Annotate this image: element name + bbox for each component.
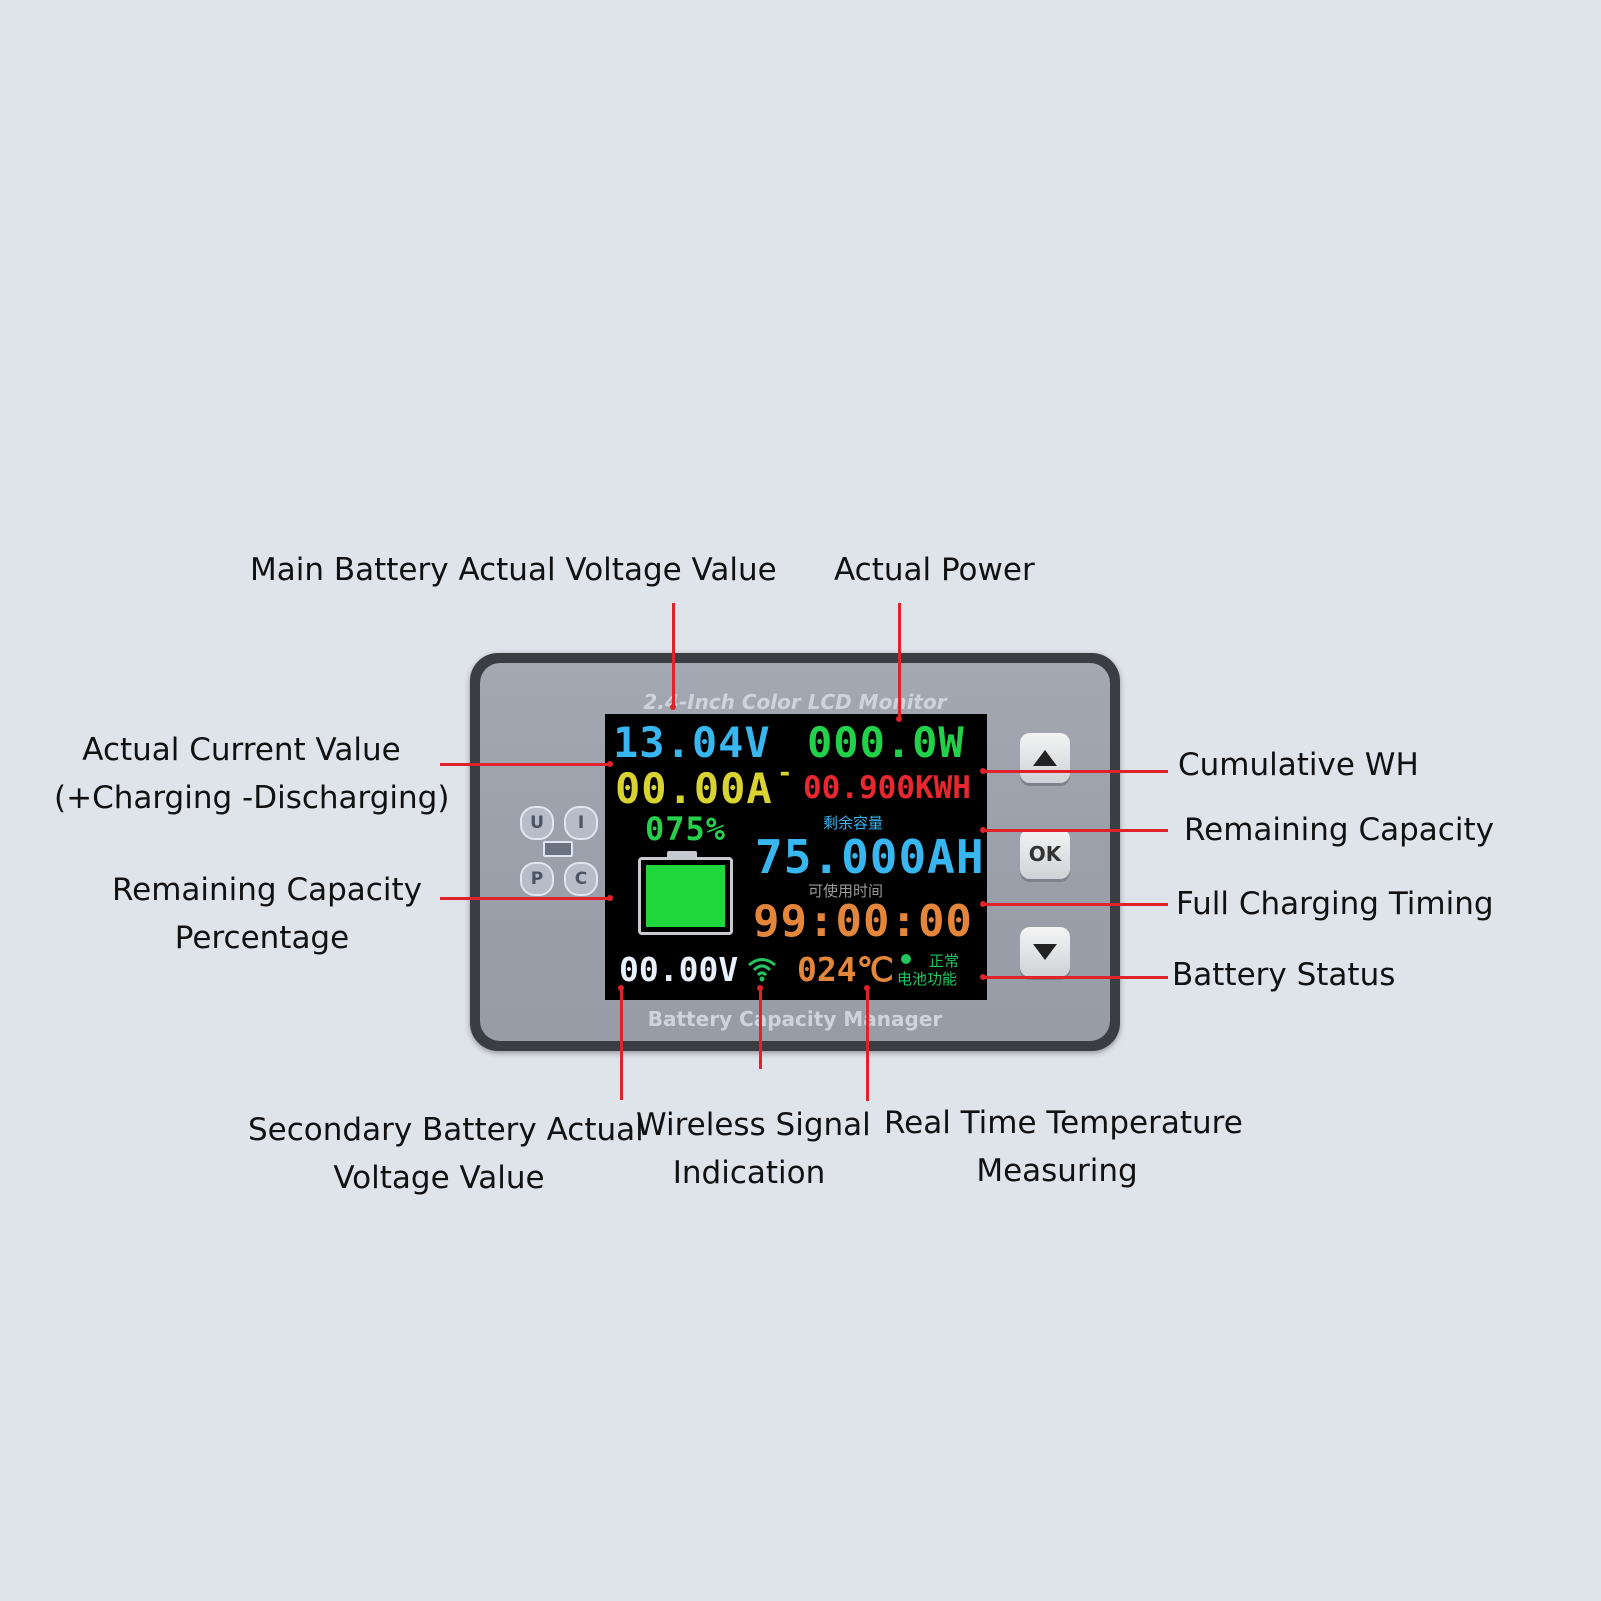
battery-fill xyxy=(646,865,725,927)
callout-wireless-line2: Indication xyxy=(672,1155,826,1191)
callout-current-line2: (+Charging -Discharging) xyxy=(54,780,450,816)
leader-dot xyxy=(757,985,763,991)
lcd-power: 000.0W xyxy=(807,718,965,767)
mode-key-p: P xyxy=(520,862,554,896)
battery-icon xyxy=(638,857,733,935)
callout-temperature: Real Time Temperature Measuring xyxy=(884,1099,1243,1195)
leader-cumulative-wh xyxy=(983,770,1168,773)
leader-dot xyxy=(607,761,613,767)
lcd-remaining-capacity: 75.000AH xyxy=(755,830,985,884)
up-button[interactable] xyxy=(1020,733,1070,783)
callout-wireless-line1: Wireless Signal xyxy=(636,1107,871,1143)
mini-battery-icon xyxy=(543,841,573,857)
lcd-timing: 99:00:00 xyxy=(753,896,973,947)
leader-remaining-capacity xyxy=(983,829,1168,832)
callout-remaining-capacity: Remaining Capacity xyxy=(1184,812,1494,848)
triangle-up-icon xyxy=(1033,750,1057,766)
callout-temperature-line2: Measuring xyxy=(976,1153,1138,1189)
lcd-voltage: 13.04V xyxy=(613,718,771,767)
mode-key-i: I xyxy=(564,806,598,840)
battery-monitor-device: 2.4-Inch Color LCD Monitor Battery Capac… xyxy=(470,653,1120,1051)
callout-current: Actual Current Value (+Charging -Dischar… xyxy=(54,726,450,822)
lcd-current: 00.00A xyxy=(615,764,773,813)
callout-percentage-line1: Remaining Capacity xyxy=(112,872,422,908)
mode-key-c: C xyxy=(564,862,598,896)
callout-battery-status: Battery Status xyxy=(1172,957,1396,993)
callout-percentage: Remaining Capacity Percentage xyxy=(112,866,422,962)
leader-battery-status xyxy=(983,976,1168,979)
lcd-status-line1: 正常 xyxy=(929,952,960,970)
lcd-energy: 00.900KWH xyxy=(803,770,971,806)
triangle-down-icon xyxy=(1033,944,1057,960)
lcd-percentage: 075% xyxy=(645,810,727,848)
callout-temperature-line1: Real Time Temperature xyxy=(884,1105,1243,1141)
callout-full-charging-timing: Full Charging Timing xyxy=(1176,886,1494,922)
leader-full-charging xyxy=(983,903,1168,906)
leader-dot xyxy=(980,827,986,833)
leader-wireless xyxy=(759,987,762,1069)
callout-actual-power: Actual Power xyxy=(834,552,1035,588)
callout-percentage-line2: Percentage xyxy=(174,920,350,956)
leader-main-voltage xyxy=(672,603,675,707)
lcd-battery-cap xyxy=(667,851,697,857)
leader-temperature xyxy=(866,987,869,1101)
leader-percentage xyxy=(440,897,610,900)
lcd-screen: 13.04V 000.0W 00.00A - 00.900KWH 075% 剩余… xyxy=(605,714,987,1000)
leader-dot xyxy=(618,985,624,991)
leader-dot xyxy=(980,768,986,774)
leader-dot xyxy=(980,974,986,980)
callout-secondary-line1: Secondary Battery Actual xyxy=(248,1112,644,1148)
lcd-temperature: 024℃ xyxy=(797,950,894,989)
lcd-current-sign: - xyxy=(777,758,794,788)
wifi-icon xyxy=(748,958,776,982)
mode-key-u: U xyxy=(520,806,554,840)
callout-secondary-line2: Voltage Value xyxy=(333,1160,545,1196)
callout-main-voltage: Main Battery Actual Voltage Value xyxy=(250,552,777,588)
leader-dot xyxy=(607,895,613,901)
leader-actual-power xyxy=(898,603,901,719)
brand-bottom-label: Battery Capacity Manager xyxy=(647,1007,943,1031)
leader-dot xyxy=(864,985,870,991)
callout-cumulative-wh: Cumulative WH xyxy=(1178,747,1419,783)
brand-top-label: 2.4-Inch Color LCD Monitor xyxy=(643,690,947,714)
faceplate: 2.4-Inch Color LCD Monitor Battery Capac… xyxy=(480,663,1110,1041)
callout-wireless: Wireless Signal Indication xyxy=(636,1101,871,1197)
callout-secondary-voltage: Secondary Battery Actual Voltage Value xyxy=(248,1106,644,1202)
leader-secondary-voltage xyxy=(620,987,623,1100)
leader-current xyxy=(440,763,610,766)
leader-dot xyxy=(896,716,902,722)
lcd-remaining-label: 剩余容量 xyxy=(823,814,884,832)
lcd-time-label: 可使用时间 xyxy=(808,882,884,900)
leader-dot xyxy=(670,704,676,710)
leader-dot xyxy=(980,901,986,907)
callout-current-line1: Actual Current Value xyxy=(82,732,401,768)
down-button[interactable] xyxy=(1020,927,1070,977)
ok-button[interactable]: OK xyxy=(1020,829,1070,879)
lcd-status-line2: 电池功能 xyxy=(897,970,958,988)
status-dot-icon xyxy=(901,954,911,964)
lcd-secondary-voltage: 00.00V xyxy=(619,950,739,989)
